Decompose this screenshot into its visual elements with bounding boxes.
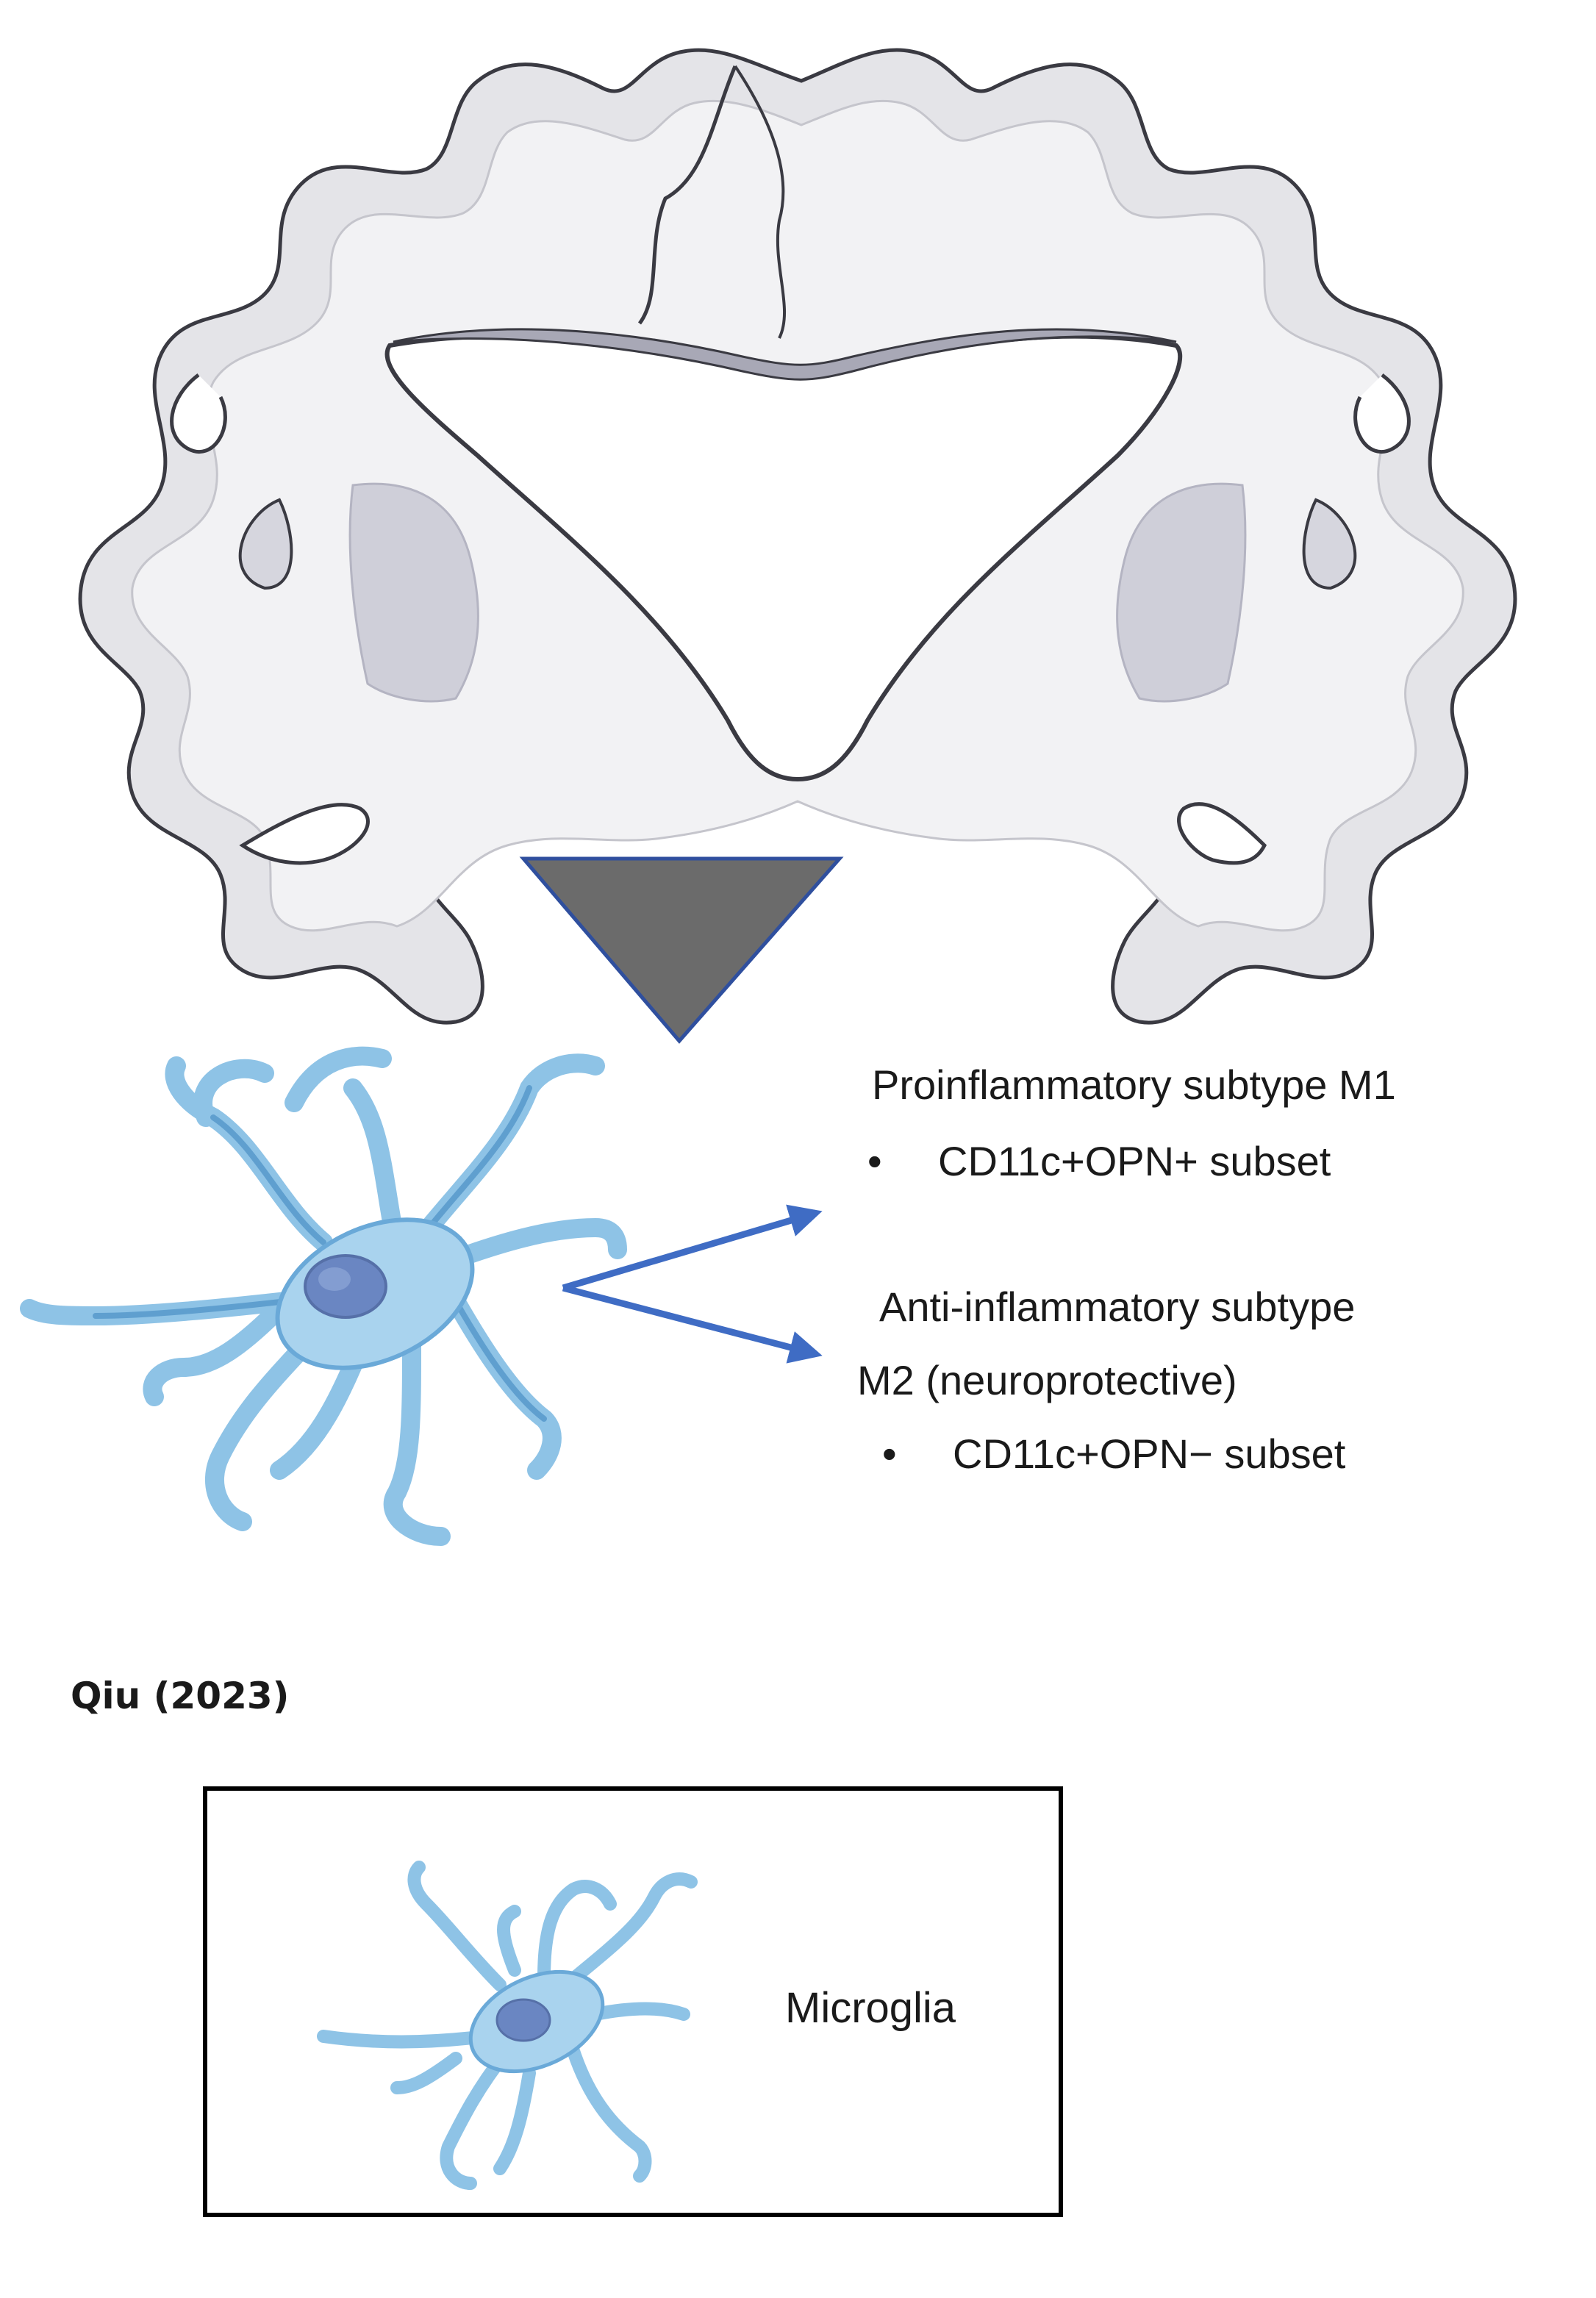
m2-bullet-text: CD11c+OPN− subset (953, 1431, 1346, 1477)
legend-box (203, 1786, 1063, 2217)
m1-bullet: • CD11c+OPN+ subset (867, 1135, 1331, 1188)
m2-bullet: • CD11c+OPN− subset (882, 1428, 1345, 1481)
m1-bullet-text: CD11c+OPN+ subset (938, 1138, 1331, 1184)
arrow-right-icon (562, 1204, 823, 1292)
m2-title-line1: Anti-inflammatory subtype (879, 1284, 1356, 1330)
arrow-right-icon (562, 1284, 823, 1364)
m2-title-line2: M2 (neuroprotective) (857, 1357, 1237, 1403)
bullet-marker: • (867, 1138, 882, 1184)
legend-label: Microglia (785, 1984, 956, 2032)
citation: Qiu (2023) (71, 1675, 290, 1717)
bullet-marker: • (882, 1431, 897, 1477)
m1-title: Proinflammatory subtype M1 (872, 1062, 1396, 1108)
